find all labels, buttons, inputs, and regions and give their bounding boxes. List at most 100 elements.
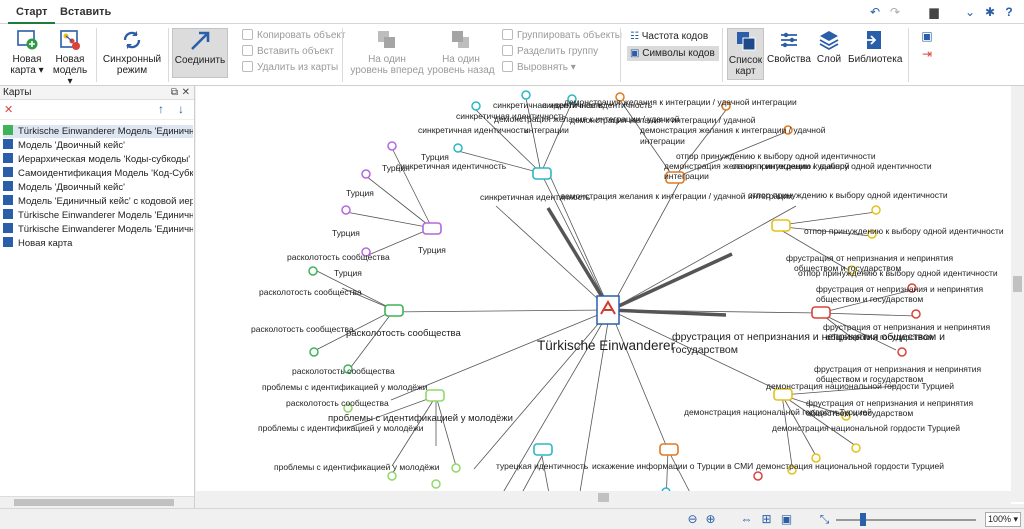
map-list-button[interactable]: Список карт bbox=[727, 28, 764, 80]
segment-pin[interactable] bbox=[361, 247, 371, 257]
canvas-horizontal-scrollbar[interactable] bbox=[196, 491, 1011, 504]
export-image-icon[interactable]: ▣ bbox=[921, 29, 933, 43]
move-down-icon[interactable]: ↓ bbox=[178, 102, 184, 116]
zoom-in-icon[interactable]: ⊕ bbox=[705, 512, 716, 526]
canvas-vertical-scrollbar[interactable] bbox=[1011, 86, 1024, 502]
code-node[interactable] bbox=[773, 388, 793, 401]
print-icon[interactable]: ▆ bbox=[929, 5, 939, 19]
map-list-item[interactable]: Иерархическая модель 'Коды-субкоды' bbox=[3, 153, 193, 166]
segment-pin[interactable] bbox=[911, 309, 921, 319]
segment-pin[interactable] bbox=[341, 205, 351, 215]
copy-object-button[interactable]: Копировать объект bbox=[242, 29, 345, 43]
segment-pin[interactable] bbox=[431, 479, 441, 489]
segment-pin[interactable] bbox=[753, 471, 763, 481]
actual-size-icon[interactable]: ▣ bbox=[780, 512, 793, 526]
code-frequency-toggle[interactable]: ☷ Частота кодов bbox=[627, 29, 712, 44]
properties-button[interactable]: Свойства bbox=[767, 28, 811, 65]
help-icon[interactable]: ? bbox=[1005, 5, 1013, 19]
segment-pin[interactable] bbox=[361, 169, 371, 179]
segment-pin[interactable] bbox=[847, 265, 857, 275]
library-button[interactable]: Библиотека bbox=[848, 28, 902, 65]
level-back-button[interactable]: На один уровень назад bbox=[425, 28, 497, 76]
fit-page-icon[interactable]: ⊞ bbox=[761, 512, 772, 526]
segment-pin[interactable] bbox=[451, 463, 461, 473]
map-list-item[interactable]: Самоидентификация Модель 'Код-Субкод bbox=[3, 167, 193, 180]
new-model-button[interactable]: Новая модель ▾ bbox=[50, 28, 90, 87]
scrollbar-thumb[interactable] bbox=[1013, 276, 1022, 292]
segment-pins[interactable] bbox=[308, 90, 921, 497]
map-canvas[interactable]: Türkische Einwanderer bbox=[196, 86, 1024, 505]
map-list-item[interactable]: Модель 'Двоичный кейс' bbox=[3, 181, 193, 194]
segment-pin[interactable] bbox=[841, 411, 851, 421]
segment-pin[interactable] bbox=[387, 141, 397, 151]
segment-pin[interactable] bbox=[471, 101, 481, 111]
segment-pin[interactable] bbox=[867, 229, 877, 239]
code-node[interactable] bbox=[532, 167, 552, 180]
map-list-item[interactable]: Türkische Einwanderer Модель 'Единичный bbox=[3, 125, 193, 138]
code-node[interactable] bbox=[771, 219, 791, 232]
code-node[interactable] bbox=[384, 304, 404, 317]
map-list-item[interactable]: Новая карта bbox=[3, 237, 193, 250]
tab-insert[interactable]: Вставить bbox=[60, 6, 112, 18]
code-node[interactable] bbox=[665, 171, 685, 184]
maps-panel-scrollbar[interactable] bbox=[0, 496, 194, 508]
undock-icon[interactable]: ⧉ bbox=[170, 87, 178, 98]
map-center-node[interactable]: Türkische Einwanderer bbox=[537, 295, 676, 353]
segment-pin[interactable] bbox=[453, 143, 463, 153]
level-forward-button[interactable]: На один уровень вперед bbox=[350, 28, 424, 76]
map-list-item[interactable]: Модель 'Двоичный кейс' bbox=[3, 139, 193, 152]
ungroup-button[interactable]: Разделить группу bbox=[502, 45, 598, 59]
undo-icon[interactable]: ↶ bbox=[869, 5, 881, 19]
zoom-select[interactable]: 100% ▾ bbox=[985, 512, 1021, 527]
exit-icon[interactable]: ⇥ bbox=[921, 47, 933, 61]
segment-pin[interactable] bbox=[309, 347, 319, 357]
segment-pin[interactable] bbox=[851, 443, 861, 453]
code-node[interactable] bbox=[533, 443, 553, 456]
delete-from-map-button[interactable]: Удалить из карты bbox=[242, 61, 338, 75]
map-list-item[interactable]: Türkische Einwanderer Модель 'Единичны bbox=[3, 223, 193, 236]
chevron-down-icon[interactable]: ⌄ bbox=[964, 5, 976, 19]
map-list-item[interactable]: Модель 'Единичный кейс' с кодовой иера bbox=[3, 195, 193, 208]
tab-start[interactable]: Старт bbox=[8, 6, 56, 24]
segment-pin[interactable] bbox=[308, 266, 318, 276]
segment-pin[interactable] bbox=[721, 101, 731, 111]
segment-pin[interactable] bbox=[907, 283, 917, 293]
code-node[interactable] bbox=[425, 389, 445, 402]
code-nodes[interactable] bbox=[384, 167, 831, 456]
paste-object-button[interactable]: Вставить объект bbox=[242, 45, 334, 59]
connect-button[interactable]: Соединить bbox=[172, 28, 228, 78]
segment-pin[interactable] bbox=[567, 94, 577, 104]
segment-pin[interactable] bbox=[343, 403, 353, 413]
segment-pin[interactable] bbox=[343, 364, 353, 374]
redo-icon[interactable]: ↷ bbox=[889, 5, 901, 19]
map-svg[interactable]: Türkische Einwanderer bbox=[196, 86, 1024, 505]
move-up-icon[interactable]: ↑ bbox=[158, 102, 164, 116]
zoom-slider-track[interactable] bbox=[836, 519, 976, 521]
segment-pin[interactable] bbox=[521, 90, 531, 100]
fit-width-icon[interactable]: ⇔ bbox=[740, 512, 753, 526]
segment-pin[interactable] bbox=[811, 453, 821, 463]
segment-pin[interactable] bbox=[615, 92, 625, 102]
segment-pin[interactable] bbox=[787, 465, 797, 475]
scrollbar-thumb[interactable] bbox=[598, 493, 609, 502]
sync-mode-button[interactable]: Синхронный режим bbox=[102, 28, 162, 76]
gear-icon[interactable]: ✱ bbox=[984, 5, 996, 19]
zoom-out-icon[interactable]: ⊖ bbox=[687, 512, 698, 526]
align-button[interactable]: Выровнять ▾ bbox=[502, 61, 576, 75]
zoom-slider-thumb[interactable] bbox=[860, 513, 866, 526]
segment-pin[interactable] bbox=[387, 471, 397, 481]
close-icon[interactable]: ✕ bbox=[181, 87, 190, 98]
map-list-item[interactable]: Türkische Einwanderer Модель 'Единичны bbox=[3, 209, 193, 222]
delete-map-icon[interactable]: ✕ bbox=[4, 104, 14, 116]
layer-button[interactable]: Слой bbox=[814, 28, 844, 65]
segment-pin[interactable] bbox=[871, 205, 881, 215]
code-node[interactable] bbox=[659, 443, 679, 456]
code-node[interactable] bbox=[811, 306, 831, 319]
segment-pin[interactable] bbox=[897, 347, 907, 357]
code-symbols-toggle[interactable]: ▣ Символы кодов bbox=[627, 46, 719, 61]
segment-pin[interactable] bbox=[783, 125, 793, 135]
zoom-drag-icon[interactable]: ⤡ bbox=[819, 512, 830, 526]
group-objects-button[interactable]: Группировать объекты bbox=[502, 29, 622, 43]
scrollbar-thumb[interactable] bbox=[14, 499, 174, 506]
code-node[interactable] bbox=[422, 222, 442, 235]
